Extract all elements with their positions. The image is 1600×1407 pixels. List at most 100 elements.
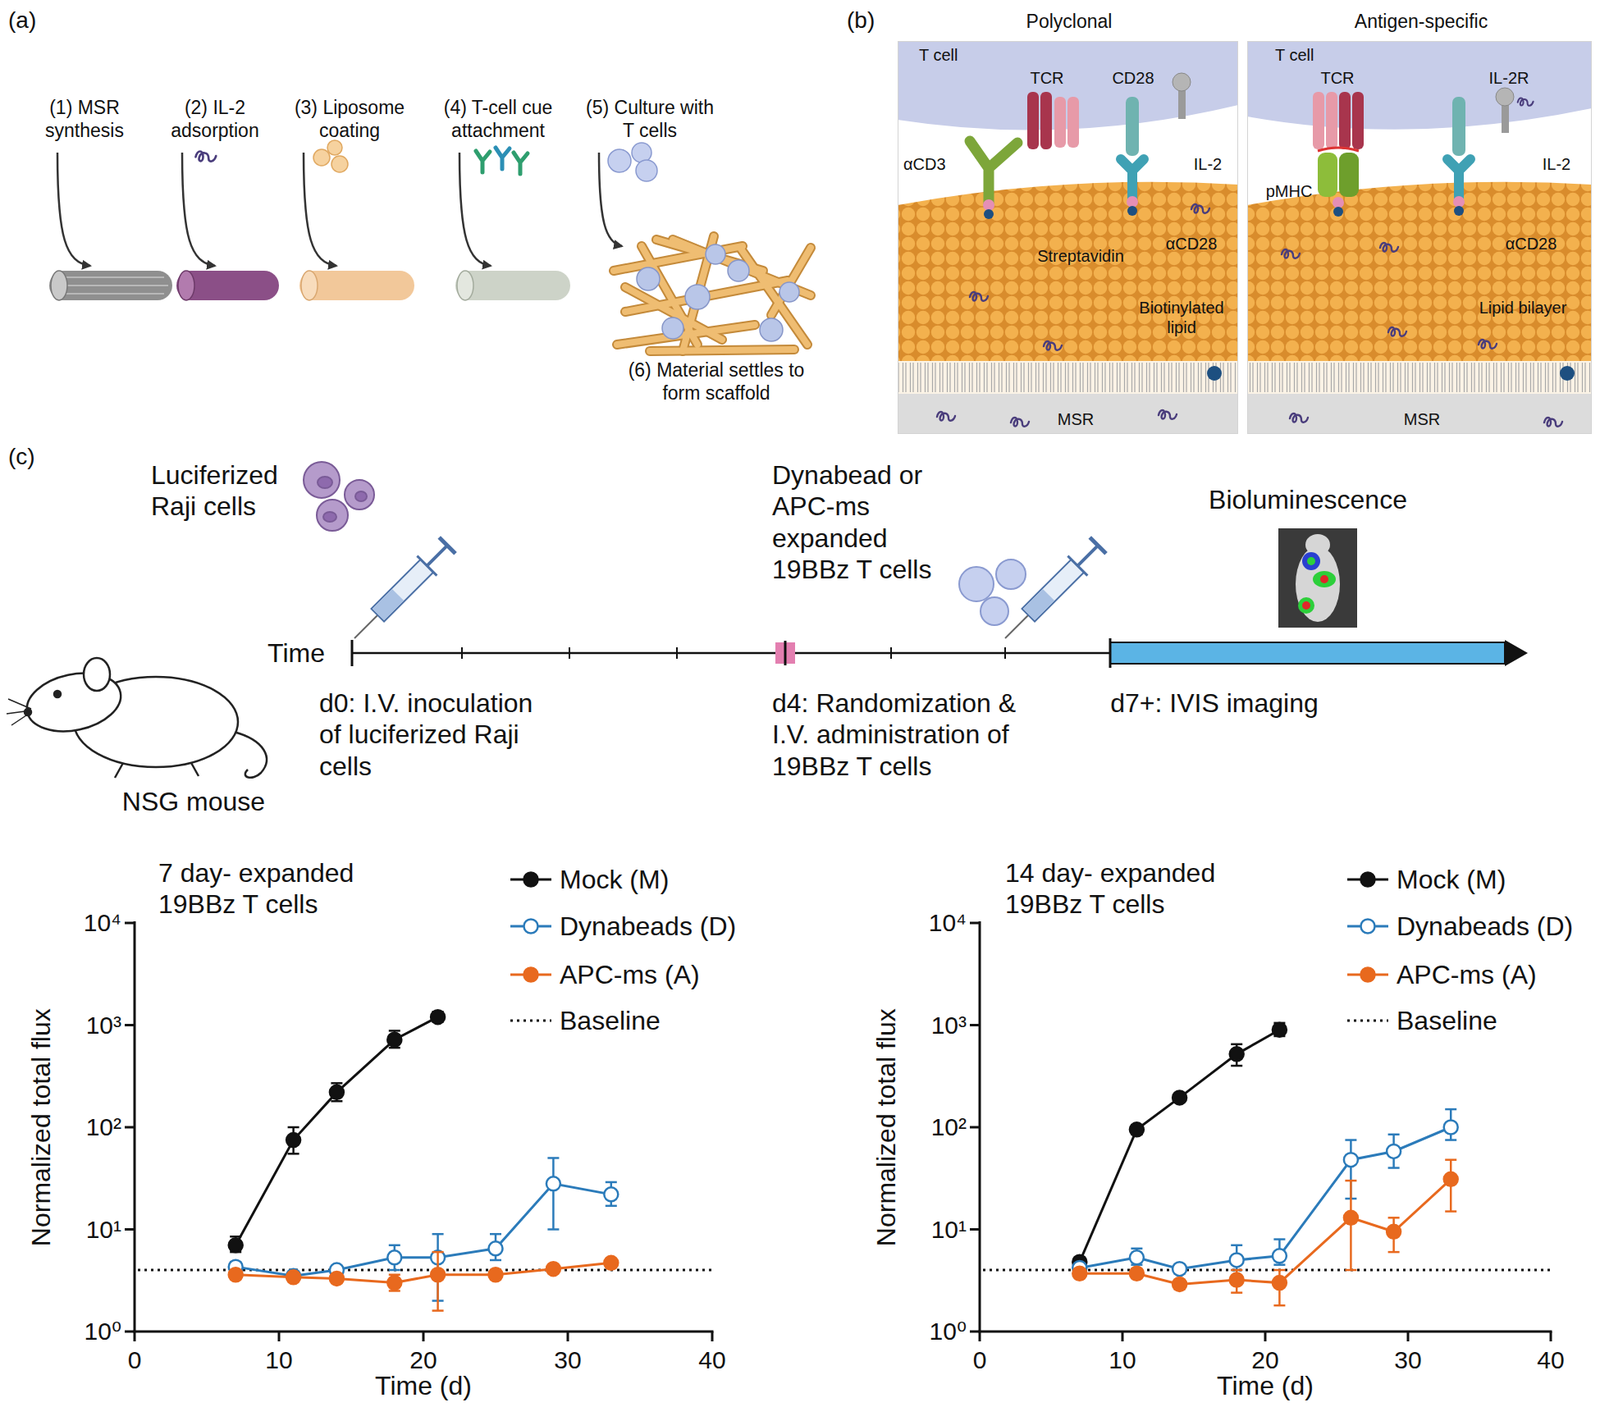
data-marker	[546, 1176, 561, 1191]
figure-label: 30	[1394, 1345, 1422, 1376]
bioluminescence-image	[1307, 557, 1316, 566]
figure-label: d4: Randomization & I.V. administration …	[772, 687, 1035, 782]
biotin-lipid	[1206, 365, 1222, 381]
il2-icon	[196, 151, 217, 162]
data-marker	[286, 1133, 301, 1148]
il2	[937, 411, 956, 421]
bioluminescence-image	[1305, 534, 1331, 556]
component-label: IL-2	[1193, 154, 1222, 174]
x-tick	[1264, 1331, 1267, 1342]
scaffold	[649, 349, 795, 352]
error-cap	[1444, 1108, 1457, 1111]
data-marker	[1344, 1152, 1358, 1167]
pmhc	[1317, 147, 1359, 217]
data-series	[1072, 1023, 1287, 1270]
error-cap	[489, 1259, 502, 1262]
legend-swatch	[510, 968, 552, 983]
material-rods	[176, 270, 279, 301]
mouse	[54, 690, 61, 698]
syringe	[1005, 615, 1029, 639]
component-label: MSR	[1403, 409, 1440, 430]
syringe	[1089, 537, 1107, 554]
antigen-specific-illustration	[1247, 182, 1592, 362]
y-tick	[124, 1024, 135, 1027]
t-cell-icon	[608, 149, 631, 173]
antibody	[969, 141, 1018, 204]
scaffold	[685, 284, 710, 310]
series-line	[1079, 1179, 1451, 1285]
il2	[1043, 341, 1062, 351]
legend-label: Baseline	[559, 1005, 661, 1037]
data-marker	[1444, 1172, 1459, 1187]
component-label: IL-2	[1542, 154, 1571, 174]
figure-label: Normalized total flux	[25, 1008, 57, 1247]
error-cap	[489, 1233, 502, 1236]
process-arrows	[303, 152, 337, 266]
error-cap	[432, 1233, 444, 1236]
syringe	[995, 535, 1108, 649]
error-cap	[1273, 1304, 1285, 1308]
biotin-lipid	[1206, 365, 1222, 381]
material-rods	[457, 270, 474, 301]
tcr	[1312, 91, 1325, 150]
data-marker	[1386, 1225, 1401, 1239]
data-marker	[228, 1238, 243, 1253]
error-cap	[1444, 1138, 1457, 1142]
bioluminescence-image	[1295, 546, 1340, 622]
polyclonal-illustration	[897, 41, 1239, 435]
error-cap	[1344, 1269, 1357, 1272]
antibody-icon	[495, 147, 510, 170]
data-marker	[1229, 1252, 1244, 1267]
data-marker	[1129, 1122, 1144, 1137]
biotin-lipid	[1559, 365, 1575, 381]
y-tick	[124, 1126, 135, 1130]
x-tick	[1121, 1331, 1125, 1342]
figure-label: (1) MSR synthesis	[35, 96, 134, 142]
timeline	[461, 647, 1006, 659]
chart-axes	[124, 921, 714, 1342]
scaffold	[662, 317, 684, 339]
data-marker	[1229, 1273, 1244, 1288]
figure-label: 10¹	[931, 1215, 967, 1245]
process-arrows	[182, 152, 215, 266]
error-cap	[1230, 1269, 1243, 1272]
streptavidin	[982, 199, 995, 211]
bioluminescence-image	[1312, 571, 1336, 588]
streptavidin	[982, 196, 1139, 220]
chart-axes	[969, 921, 1553, 1342]
figure-label: (4) T-cell cue attachment	[436, 96, 560, 142]
material-rods	[60, 277, 169, 294]
data-marker	[1229, 1046, 1244, 1061]
liposome-icon	[313, 140, 348, 173]
il2	[1478, 339, 1497, 349]
tcr	[1027, 91, 1079, 150]
bioluminescence-image	[1278, 528, 1358, 628]
error-cap	[1444, 1210, 1457, 1213]
panel-letter: (a)	[8, 6, 37, 35]
series-line	[235, 1184, 612, 1276]
scaffold	[636, 244, 800, 342]
data-marker	[1272, 1275, 1287, 1290]
material-rods	[178, 270, 195, 301]
il2	[1388, 327, 1407, 337]
data-marker	[1444, 1120, 1459, 1135]
figure-label: 10	[1108, 1345, 1136, 1376]
figure-label: Dynabead or APC-ms expanded 19BBz T cell…	[772, 459, 941, 586]
bioluminescence-image	[1302, 552, 1321, 571]
il2	[1191, 204, 1210, 214]
legend-label: APC-ms (A)	[559, 959, 700, 991]
data-marker	[387, 1033, 402, 1047]
mouse	[6, 699, 32, 726]
bioluminescence-image	[1298, 597, 1315, 614]
x-tick	[1407, 1331, 1410, 1342]
biotin-lipid	[1559, 365, 1575, 381]
il2	[1281, 242, 1563, 427]
error-cap	[1273, 1269, 1285, 1272]
legend-swatch	[1347, 968, 1389, 983]
process-arrows	[57, 152, 622, 266]
error-cap	[388, 1029, 401, 1033]
t-cells	[996, 559, 1026, 590]
y-tick	[124, 922, 135, 925]
error-cap	[330, 1100, 343, 1103]
antibody	[1447, 159, 1471, 199]
